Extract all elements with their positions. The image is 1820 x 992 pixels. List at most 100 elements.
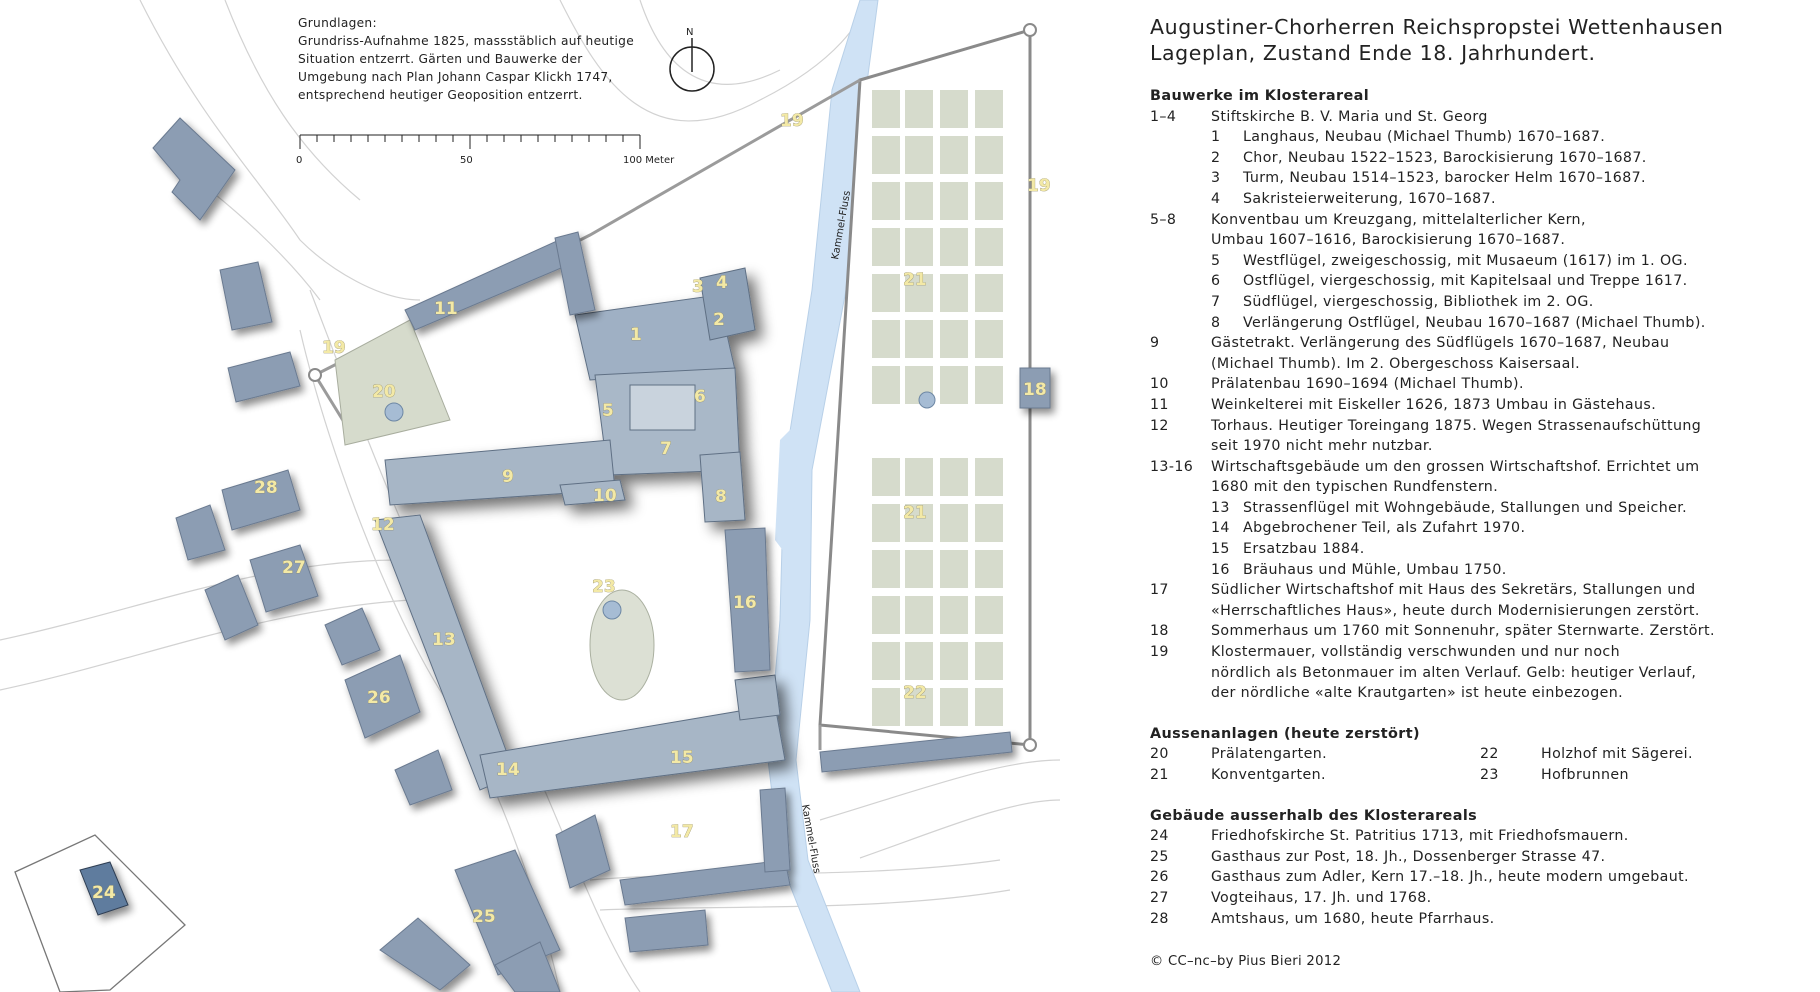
legend-row-number: 15 [1211,541,1230,558]
garden-bed [872,642,900,680]
legend-row-text: Ersatzbau 1884. [1243,541,1365,558]
garden-bed [905,504,933,542]
legend-row-text: Torhaus. Heutiger Toreingang 1875. Wegen… [1211,417,1702,434]
garden-bed [975,504,1003,542]
legend-row-number: 13 [1211,499,1230,516]
scale-tick-0: 0 [296,155,302,166]
monastery-complex [374,267,786,799]
wall-corner-markers [308,23,1037,752]
garden-fountain [918,391,936,409]
garden-bed [940,596,968,634]
garden-bed [940,642,968,680]
legend-row-text: Bräuhaus und Mühle, Umbau 1750. [1243,561,1507,578]
map-label-3: 3 [692,277,704,297]
legend-row-number: 9 [1150,335,1160,352]
map-label-2: 2 [713,310,725,330]
map-label-17: 17 [670,822,694,842]
basis-line: Grundriss-Aufnahme 1825, massstäblich au… [298,34,634,48]
site-plan-map: Kammel-Fluss Kammel-Fluss [0,0,1061,992]
site-plan-svg: Kammel-Fluss Kammel-Fluss [0,0,1061,992]
scale-bar [299,134,641,149]
legend-indent [1150,498,1211,519]
map-label-4: 4 [716,273,728,293]
river-arm [775,420,800,560]
legend-row-number: 12 [1150,417,1169,434]
legend-row: der nördliche «alte Krautgarten» ist heu… [1150,683,1810,704]
garden-bed [905,596,933,634]
garden-bed [975,320,1003,358]
legend-row-text: der nördliche «alte Krautgarten» ist heu… [1211,685,1624,702]
legend-row-number: 24 [1150,828,1169,845]
legend-row: seit 1970 nicht mehr nutzbar. [1150,436,1810,457]
legend-row-text: Wirtschaftsgebäude um den grossen Wirtsc… [1211,458,1700,475]
garden-bed [872,228,900,266]
map-label-15: 15 [670,748,694,768]
garden-bed [872,504,900,542]
legend-row-number: 28 [1150,910,1169,927]
map-label-28: 28 [254,478,278,498]
legend-panel: Augustiner-Chorherren Reichspropstei Wet… [1150,14,1810,929]
legend-row-number: 26 [1150,869,1169,886]
garden-bed [872,274,900,312]
legend-row-number: 7 [1211,293,1221,310]
plan-title-line2: Lageplan, Zustand Ende 18. Jahrhundert. [1150,41,1596,65]
legend-row-number: 17 [1150,582,1169,599]
legend-row: «Herrschaftliches Haus», heute durch Mod… [1150,601,1810,622]
garden-bed [940,458,968,496]
legend-indent [1150,127,1211,148]
garden-bed [975,182,1003,220]
legend-row-number: 11 [1150,396,1169,413]
map-label-20: 20 [372,382,396,402]
map-label-23: 23 [592,577,616,597]
garden-bed [975,366,1003,404]
legend-row: 26 Gasthaus zum Adler, Kern 17.–18. Jh., … [1150,867,1810,888]
legend-row-number: 19 [1150,644,1169,661]
garden-bed [940,504,968,542]
section-heading-outdoor: Aussenanlagen (heute zerstört) [1150,725,1421,742]
legend-row: nördlich als Betonmauer im alten Verlauf… [1150,663,1810,684]
legend-row-number: 6 [1211,273,1221,290]
garden-bed [940,688,968,726]
garden-bed [872,550,900,588]
legend-row-text: Langhaus, Neubau (Michael Thumb) 1670–16… [1243,129,1606,146]
garden-bed [905,136,933,174]
map-label-21b: 21 [903,503,927,523]
garden-bed [975,642,1003,680]
garden-bed [905,458,933,496]
north-arrow: N [669,27,715,92]
legend-row-text: Gasthaus zum Adler, Kern 17.–18. Jh., he… [1211,869,1689,886]
legend-row-text: Umbau 1607–1616, Barockisierung 1670–168… [1211,232,1566,249]
plan-title-line1: Augustiner-Chorherren Reichspropstei Wet… [1150,15,1724,39]
legend-row-text: Prälatenbau 1690–1694 (Michael Thumb). [1211,376,1524,393]
legend-row-number: 3 [1211,170,1221,187]
map-label-5: 5 [602,401,614,421]
legend-row: 15 Ersatzbau 1884. [1150,539,1810,560]
legend-row-text: Vogteihaus, 17. Jh. und 1768. [1211,889,1432,906]
map-label-27: 27 [282,558,306,578]
map-label-7: 7 [660,439,672,459]
garden-bed [872,458,900,496]
map-label-1: 1 [630,325,642,345]
north-label: N [686,27,693,38]
outer-buildings [152,117,1051,992]
garden-bed [940,366,968,404]
legend-row-number: 5–8 [1150,211,1177,228]
garden-bed [940,182,968,220]
map-label-14: 14 [496,760,520,780]
map-label-13: 13 [432,630,456,650]
basis-note: Grundlagen: Grundriss-Aufnahme 1825, mas… [298,14,658,104]
legend-row-text: Friedhofskirche St. Patritius 1713, mit … [1211,828,1629,845]
legend-row-text: Konventbau um Kreuzgang, mittelalterlich… [1211,211,1586,228]
legend-indent [1150,251,1211,272]
legend-row-number: 10 [1150,376,1169,393]
section-heading-outside: Gebäude ausserhalb des Klosterareals [1150,807,1478,824]
map-label-9: 9 [502,467,514,487]
garden-bed [872,688,900,726]
